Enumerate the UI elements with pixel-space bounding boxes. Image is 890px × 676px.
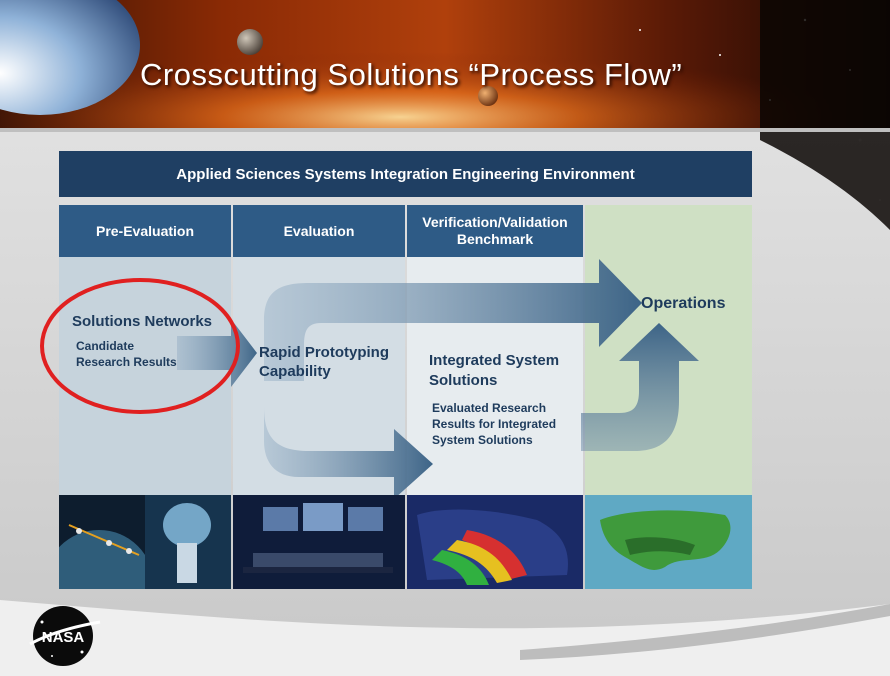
- rapid-prototyping-line2: Capability: [259, 363, 331, 380]
- photo-satellites: [59, 495, 231, 589]
- solutions-networks-subtitle-2: Research Results: [76, 355, 177, 369]
- rapid-prototyping-line1: Rapid Prototyping: [259, 344, 389, 361]
- process-flow-diagram: Applied Sciences Systems Integration Eng…: [59, 151, 752, 589]
- photo-weather-map: [407, 495, 583, 589]
- integrated-solutions-sub-2: Results for Integrated: [432, 417, 557, 431]
- integrated-solutions-sub-3: System Solutions: [432, 433, 533, 447]
- integrated-solutions-sub-1: Evaluated Research: [432, 401, 547, 415]
- arrow-prototyping-to-integrated: [264, 381, 433, 499]
- column-header-verification-validation: Verification/Validation Benchmark: [407, 205, 583, 257]
- photo-control-room: [233, 495, 405, 589]
- column-header-evaluation: Evaluation: [233, 205, 405, 257]
- operations-label: Operations: [641, 295, 726, 312]
- slide-title: Crosscutting Solutions “Process Flow”: [140, 57, 683, 92]
- integrated-solutions-title-2: Solutions: [429, 372, 498, 389]
- flow-arrows: [177, 259, 699, 499]
- arrow-prototyping-to-operations: [264, 259, 642, 381]
- arrow-integrated-to-operations: [581, 323, 699, 451]
- highlight-circle: [40, 278, 240, 414]
- solutions-networks-title: Solutions Networks: [72, 313, 213, 330]
- column-header-operations: [585, 205, 752, 257]
- nasa-logo: NASA: [29, 606, 101, 666]
- photo-us-map: [585, 495, 752, 589]
- integrated-solutions-title-1: Integrated System: [429, 352, 560, 369]
- nasa-logo-text: NASA: [42, 629, 85, 646]
- column-header-pre-evaluation: Pre-Evaluation: [59, 205, 231, 257]
- solutions-networks-subtitle-1: Candidate: [76, 339, 135, 353]
- diagram-banner: Applied Sciences Systems Integration Eng…: [59, 151, 752, 197]
